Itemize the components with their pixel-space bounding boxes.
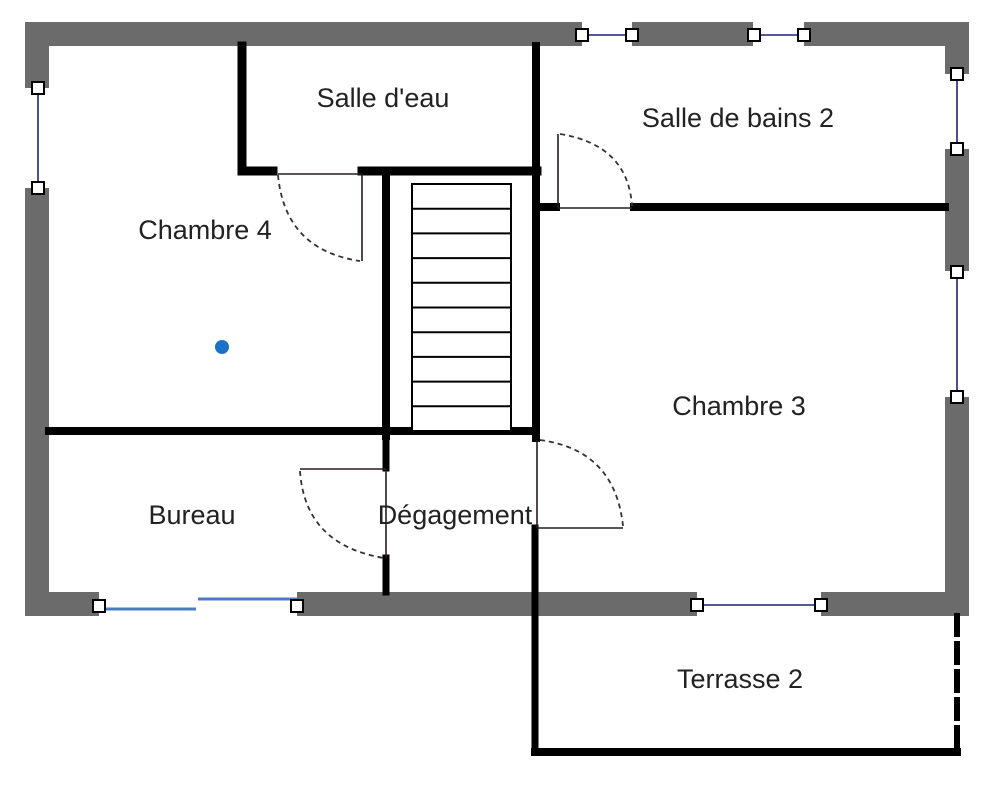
wall-right-lower <box>945 397 969 616</box>
window-handle[interactable] <box>951 68 963 80</box>
room-label-chambre-3: Chambre 3 <box>672 391 806 421</box>
window-handle[interactable] <box>951 266 963 278</box>
wall-bottom-left <box>25 592 99 616</box>
window-handle[interactable] <box>576 29 588 41</box>
door-chambre-4[interactable] <box>278 174 362 261</box>
door-salle-de-bains-2[interactable] <box>558 134 632 208</box>
window-top-1[interactable] <box>576 29 638 41</box>
location-marker-dot[interactable] <box>215 340 229 354</box>
room-label-salle-d-eau: Salle d'eau <box>317 83 450 113</box>
window-handle[interactable] <box>798 29 810 41</box>
door-swing-arc <box>540 440 623 526</box>
door-chambre-3[interactable] <box>537 440 623 528</box>
window-handle[interactable] <box>32 182 44 194</box>
window-bureau-sliding[interactable] <box>93 599 303 612</box>
room-label-degagement: Dégagement <box>378 500 533 530</box>
window-handle[interactable] <box>626 29 638 41</box>
window-handle[interactable] <box>951 143 963 155</box>
door-swing-arc <box>560 134 632 206</box>
room-label-chambre-4: Chambre 4 <box>138 215 272 245</box>
wall-top-middle <box>632 22 753 46</box>
door-swing-arc <box>300 471 384 558</box>
window-left[interactable] <box>32 82 44 194</box>
wall-right-top <box>945 22 969 74</box>
wall-top-left <box>25 22 582 46</box>
wall-bottom-right <box>821 592 969 616</box>
wall-top-right <box>804 22 969 46</box>
wall-left-lower <box>25 188 49 616</box>
window-top-2[interactable] <box>748 29 810 41</box>
room-label-terrasse-2: Terrasse 2 <box>677 664 803 694</box>
window-right-upper[interactable] <box>951 68 963 155</box>
door-swing-arc <box>278 175 360 261</box>
staircase <box>412 184 511 431</box>
window-right-lower[interactable] <box>951 266 963 403</box>
wall-bottom-middle <box>297 592 697 616</box>
window-handle[interactable] <box>32 82 44 94</box>
window-handle[interactable] <box>951 391 963 403</box>
wall-left-upper <box>25 22 49 88</box>
window-handle[interactable] <box>748 29 760 41</box>
window-chambre-3-terrasse[interactable] <box>691 599 827 611</box>
window-handle[interactable] <box>815 599 827 611</box>
room-label-salle-de-bains-2: Salle de bains 2 <box>642 103 834 133</box>
room-label-bureau: Bureau <box>148 500 235 530</box>
window-handle[interactable] <box>691 599 703 611</box>
window-handle[interactable] <box>291 600 303 612</box>
window-handle[interactable] <box>93 600 105 612</box>
door-bureau[interactable] <box>300 469 386 558</box>
